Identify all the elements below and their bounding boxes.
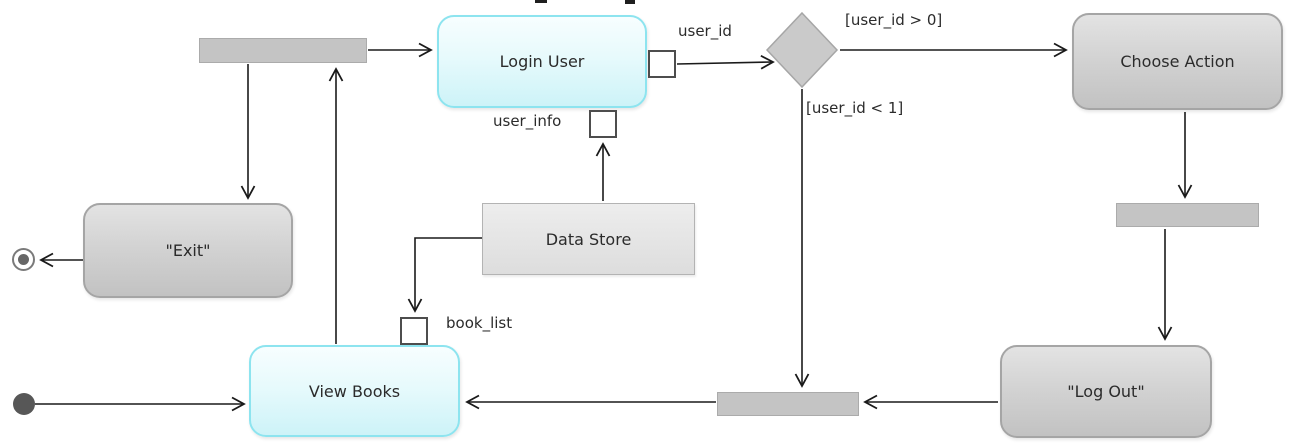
data-store-label: Data Store [545,229,632,249]
action-exit-label: "Exit" [165,241,211,260]
object-node-data-store[interactable]: Data Store [482,203,695,275]
fork-bar-top[interactable] [199,38,367,63]
action-login-user-label: Login User [499,52,585,71]
action-choose-action[interactable]: Choose Action [1072,13,1283,110]
label-user-id: user_id [678,22,732,40]
cropped-text-artifact [535,0,547,3]
initial-node[interactable] [13,393,35,415]
pin-user-info[interactable] [589,110,617,138]
final-node-dot [18,254,29,265]
activity-final-node[interactable] [12,248,35,271]
action-log-out-label: "Log Out" [1067,382,1145,401]
label-guard-user-id-positive: [user_id > 0] [845,11,943,29]
action-view-books[interactable]: View Books [249,345,460,437]
label-guard-user-id-negative: [user_id < 1] [806,99,904,117]
merge-bar-bottom[interactable] [717,392,859,416]
label-book-list: book_list [446,314,513,332]
decision-diamond[interactable] [763,9,841,91]
action-choose-action-label: Choose Action [1120,52,1235,71]
edge-data-store-to-book-list-pin[interactable] [407,237,482,313]
label-user-info: user_info [493,112,562,130]
action-view-books-label: View Books [308,381,401,401]
edge-login-user-to-decision[interactable] [676,54,775,70]
action-log-out[interactable]: "Log Out" [1000,345,1212,438]
action-exit[interactable]: "Exit" [83,203,293,298]
action-login-user[interactable]: Login User [437,15,647,108]
cropped-text-artifact [625,0,635,4]
pin-book-list[interactable] [400,317,428,345]
join-bar-right[interactable] [1116,203,1259,227]
pin-user-id[interactable] [648,50,676,78]
